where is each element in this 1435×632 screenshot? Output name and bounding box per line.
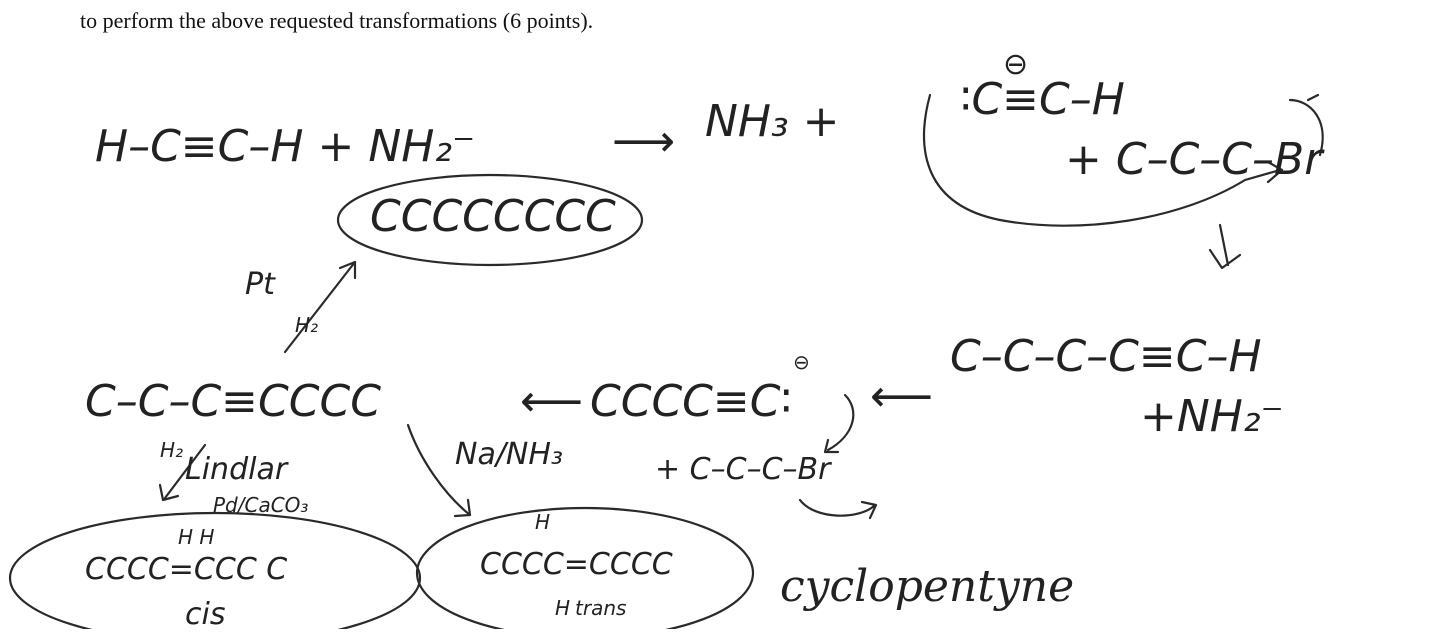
acetylide-anion: ∶C≡C–H [960, 74, 1125, 125]
cyclopentyne-label: cyclopentyne [780, 561, 1075, 612]
cis-alkene-product: CCCC=CCC C [85, 552, 288, 587]
trans-alkene-product: CCCC=CCCC [480, 547, 673, 582]
reaction-1-arrow: ⟶ [612, 116, 676, 167]
left-arrow-from-hexyne: ⟵ [870, 371, 934, 422]
pd-caco3-label: Pd/CaCO₃ [213, 493, 309, 517]
left-arrow-to-octyne: ⟵ [520, 376, 584, 427]
lindlar-catalyst: Lindlar [185, 452, 288, 487]
trans-top-hydrogen: H [535, 510, 551, 534]
down-arrow-stroke [1218, 223, 1230, 267]
pentynyl-acetylide: CCCC≡C∶ [590, 376, 792, 427]
platinum-catalyst: Pt [245, 267, 275, 302]
acetylide-2-charge-symbol: ⊖ [793, 350, 810, 374]
cis-label: cis [185, 597, 226, 632]
hydrogen-label-a: H₂ [295, 313, 319, 337]
reaction-1-products: NH₃ + [705, 96, 840, 147]
curved-arrow-acetylide-to-bromide [923, 93, 1282, 227]
curved-arrow-acetylide2-to-bromide [826, 393, 855, 452]
sodium-ammonia-reagent: Na/NH₃ [455, 437, 563, 472]
reaction-1-reactants: H–C≡C–H + NH₂⁻ [95, 121, 476, 172]
trans-bottom-hydrogen: H [555, 596, 571, 620]
hydrogenation-arrow [283, 260, 357, 354]
amide-anion: +NH₂⁻ [1140, 391, 1284, 442]
cis-product-circle [8, 511, 422, 629]
question-instruction-line: to perform the above requested transform… [80, 8, 594, 33]
propyl-bromide-2: + C–C–C–Br [655, 452, 831, 487]
octane-product: CCCCCCCC [370, 191, 616, 242]
na-nh3-arrow [406, 423, 472, 517]
hexyne-product: C–C–C–C≡C–H [950, 331, 1262, 382]
curved-arrow-bromide-leaving [1288, 98, 1324, 157]
trans-product-circle [415, 506, 755, 629]
acetylide-charge-symbol: ⊖ [1003, 47, 1029, 82]
hydrogen-label-b: H₂ [160, 438, 184, 462]
trans-label: trans [575, 596, 627, 620]
octyne-product: C–C–C≡CCCC [85, 376, 381, 427]
lindlar-arrow [163, 443, 207, 500]
cis-hydrogens: H H [178, 525, 215, 549]
octane-circle [336, 173, 644, 267]
propyl-bromide-1: + C–C–C–Br [1065, 134, 1323, 185]
curved-arrow-bromide2 [798, 498, 877, 517]
